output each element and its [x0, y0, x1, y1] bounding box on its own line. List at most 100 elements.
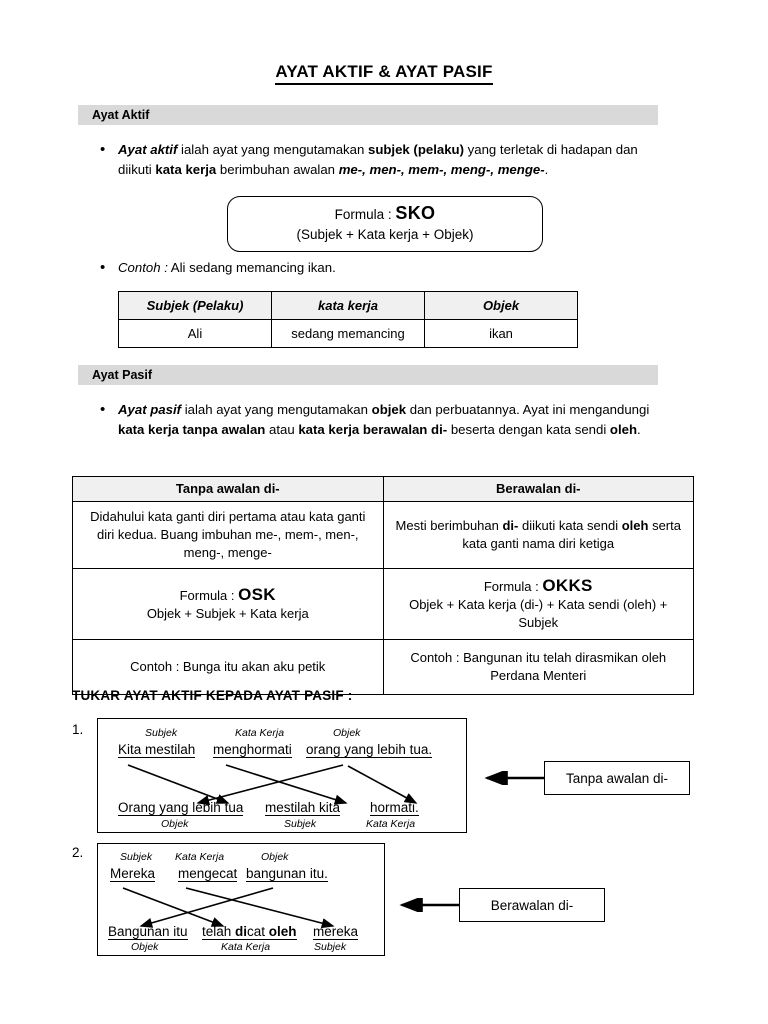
pasif-strong-berawalan-di: kata kerja berawalan di-	[298, 421, 448, 437]
term-ayat-pasif: Ayat pasif	[118, 402, 182, 417]
table-row-contoh: Contoh : Bunga itu akan aku petik Contoh…	[72, 639, 694, 695]
diagram1-top-label-kata-kerja: Kata Kerja	[235, 727, 285, 739]
diagram2-top-phrase-kata-kerja: mengecat	[178, 866, 238, 882]
formula-okks-prefix: Formula :	[483, 578, 543, 594]
bullet-marker: •	[100, 259, 106, 276]
col-header-tanpa-awalan-di: Tanpa awalan di-	[72, 476, 384, 502]
cell-rule-berawalan: Mesti berimbuhan di- diikuti kata sendi …	[382, 501, 694, 569]
diagram1-bottom-label-kata-kerja: Kata Kerja	[366, 818, 416, 830]
cell-formula-osk: Formula : OSK Objek + Subjek + Kata kerj…	[72, 568, 384, 640]
diagram1-bottom-phrase-kata-kerja: hormati.	[370, 800, 419, 816]
bullet-text-contoh-aktif: Contoh : Ali sedang memancing ikan.	[118, 258, 336, 278]
cell-contoh-berawalan: Contoh : Bangunan itu telah dirasmikan o…	[382, 639, 694, 695]
formula-okks-expansion: Objek + Kata kerja (di-) + Kata sendi (o…	[409, 596, 668, 630]
cell-contoh-tanpa-awalan: Contoh : Bunga itu akan aku petik	[72, 639, 384, 695]
comparison-table-pasif: Tanpa awalan di- Berawalan di- Didahului…	[72, 476, 694, 695]
diagram1-bottom-label-subjek: Subjek	[284, 818, 317, 830]
formula-box-sko: Formula : SKO (Subjek + Kata kerja + Obj…	[227, 196, 543, 252]
diagram2-top-phrase-objek: bangunan itu.	[246, 866, 328, 882]
callout-arrow-2	[399, 898, 459, 912]
pasif-text-part2: dan perbuatannya. Ayat ini mengandungi	[406, 402, 650, 417]
diagram1-top-label-subjek: Subjek	[145, 727, 178, 739]
callout-tanpa-awalan-di: Tanpa awalan di-	[544, 761, 690, 795]
formula-sko-line: Formula : SKO	[335, 203, 436, 225]
d2-kk-part2: cat	[247, 924, 269, 939]
formula-okks-code: OKKS	[542, 575, 593, 595]
diagram2-bottom-label-objek: Objek	[131, 941, 159, 953]
bullet-contoh-ayat-aktif: • Contoh : Ali sedang memancing ikan.	[100, 258, 660, 278]
diagram2-top-label-kata-kerja: Kata Kerja	[175, 851, 225, 863]
bullet-text-ayat-aktif: Ayat aktif ialah ayat yang mengutamakan …	[118, 140, 674, 179]
section-band-label-aktif: Ayat Aktif	[92, 108, 150, 122]
diagram-number-2: 2.	[72, 845, 84, 860]
diagram1-bottom-label-objek: Objek	[161, 818, 189, 830]
diagram2-top-label-subjek: Subjek	[120, 851, 153, 863]
table-row-rules: Didahului kata ganti diri pertama atau k…	[72, 501, 694, 569]
formula-sko-prefix: Formula :	[334, 207, 396, 222]
bullet-ayat-pasif-definition: • Ayat pasif ialah ayat yang mengutamaka…	[100, 400, 685, 439]
term-ayat-aktif: Ayat aktif	[118, 142, 178, 157]
table-header-row: Subjek (Pelaku) kata kerja Objek	[118, 291, 578, 320]
diagram2-bottom-phrase-subjek: mereka	[313, 924, 359, 940]
diagram2-top-label-objek: Objek	[261, 851, 289, 863]
col-header-subjek: Subjek (Pelaku)	[118, 291, 272, 320]
diagram1-bottom-phrase-subjek: mestilah kita	[265, 800, 341, 816]
diagram2-top-phrase-subjek: Mereka	[110, 866, 156, 882]
pasif-text-part4: beserta dengan kata sendi	[447, 421, 610, 437]
tukar-ayat-heading: TUKAR AYAT AKTIF KEPADA AYAT PASIF :	[72, 688, 353, 703]
col-header-objek: Objek	[424, 291, 578, 320]
aktif-text-part3: berimbuhan awalan	[216, 161, 339, 177]
formula-sko-code: SKO	[395, 203, 436, 223]
diagram1-top-phrase-objek: orang yang lebih tua.	[306, 742, 433, 758]
cell-subjek-value: Ali	[118, 319, 272, 348]
cell-rule-tanpa-awalan: Didahului kata ganti diri pertama atau k…	[72, 501, 384, 569]
diagram1-top-label-objek: Objek	[333, 727, 361, 739]
callout-arrow-1	[484, 771, 544, 785]
bullet-marker: •	[100, 401, 106, 418]
aktif-strong-awalan-list: me-, men-, mem-, meng-, menge-	[338, 161, 545, 177]
bullet-text-ayat-pasif: Ayat pasif ialah ayat yang mengutamakan …	[118, 400, 678, 439]
formula-sko-expansion: (Subjek + Kata kerja + Objek)	[296, 227, 474, 242]
rule-berawalan-strong-oleh: oleh	[621, 518, 649, 533]
diagram2-bottom-label-kata-kerja: Kata Kerja	[221, 941, 271, 953]
rule-berawalan-part1: Mesti berimbuhan	[395, 518, 503, 533]
bullet-ayat-aktif-definition: • Ayat aktif ialah ayat yang mengutamaka…	[100, 140, 680, 179]
diagram1-top-phrase-subjek: Kita mestilah	[118, 742, 196, 758]
cell-kata-kerja-value: sedang memancing	[271, 319, 425, 348]
formula-osk-expansion: Objek + Subjek + Kata kerja	[146, 605, 309, 621]
cell-formula-okks: Formula : OKKS Objek + Kata kerja (di-) …	[382, 568, 694, 640]
diagram-box-example-1: Subjek Kata Kerja Objek Kita mestilah me…	[97, 718, 467, 833]
diagram-number-1: 1.	[72, 722, 84, 737]
diagram1-top-phrase-kata-kerja: menghormati	[213, 742, 292, 758]
page-title: AYAT AKTIF & AYAT PASIF	[0, 62, 768, 85]
formula-okks-line: Formula : OKKS	[392, 575, 686, 596]
aktif-strong-subjek: subjek (pelaku)	[367, 142, 464, 157]
contoh-label: Contoh :	[118, 260, 168, 275]
diagram1-bottom-phrase-objek: Orang yang lebih tua	[118, 800, 244, 816]
aktif-strong-kata-kerja: kata kerja	[155, 161, 217, 177]
pasif-text-part5: .	[637, 421, 641, 437]
d2-kk-part1: telah	[202, 924, 236, 939]
d2-kk-strong-oleh: oleh	[268, 924, 297, 939]
contoh-sentence: Ali sedang memancing ikan.	[167, 260, 336, 275]
pasif-strong-tanpa-awalan: kata kerja tanpa awalan	[118, 421, 266, 437]
pasif-text-part1: ialah ayat yang mengutamakan	[181, 402, 372, 417]
table-header-row: Tanpa awalan di- Berawalan di-	[72, 476, 694, 502]
aktif-text-part2: yang terletak di hadapan dan diikuti	[118, 142, 638, 177]
pasif-strong-oleh: oleh	[609, 421, 638, 437]
section-band-ayat-aktif: Ayat Aktif	[78, 105, 658, 125]
pasif-strong-objek: objek	[371, 402, 407, 417]
d2-kk-strong-di: di	[235, 924, 248, 939]
section-band-ayat-pasif: Ayat Pasif	[78, 365, 658, 385]
rule-berawalan-strong-di: di-	[502, 518, 519, 533]
example-table-sko: Subjek (Pelaku) kata kerja Objek Ali sed…	[118, 291, 578, 348]
page-title-text: AYAT AKTIF & AYAT PASIF	[275, 62, 493, 85]
diagram-box-example-2: Subjek Kata Kerja Objek Mereka mengecat …	[97, 843, 385, 956]
table-row-formula: Formula : OSK Objek + Subjek + Kata kerj…	[72, 568, 694, 640]
callout-2-label: Berawalan di-	[490, 897, 574, 913]
col-header-kata-kerja: kata kerja	[271, 291, 425, 320]
callout-1-label: Tanpa awalan di-	[565, 770, 669, 786]
table-row: Ali sedang memancing ikan	[118, 319, 578, 348]
rule-berawalan-part2: diikuti kata sendi	[518, 518, 622, 533]
